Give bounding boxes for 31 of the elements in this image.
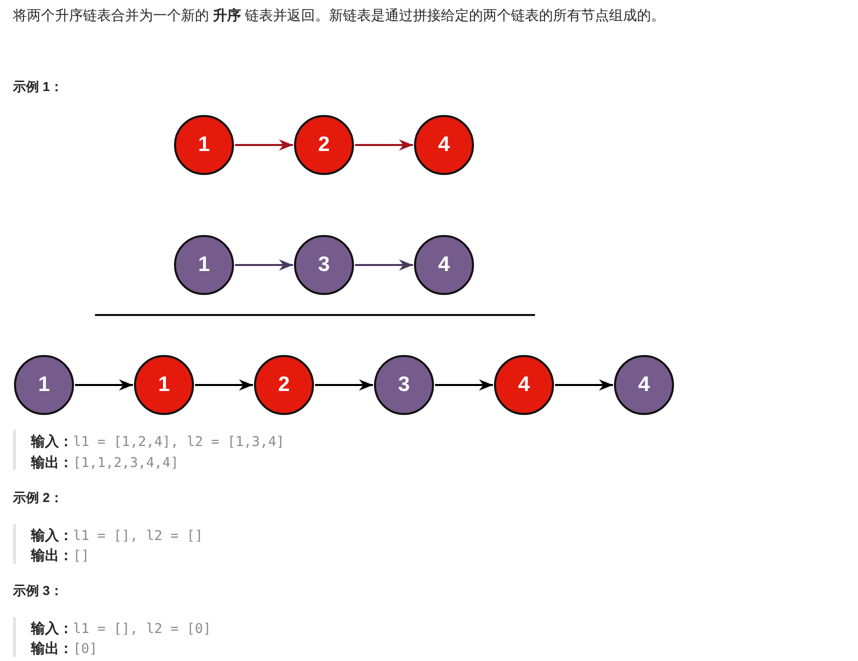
list-node: 4 [414, 235, 474, 295]
arrow [355, 259, 413, 271]
list-node: 4 [414, 115, 474, 175]
arrow [75, 379, 133, 391]
arrow [315, 379, 373, 391]
list-node: 3 [374, 355, 434, 415]
list-node: 4 [614, 355, 674, 415]
list-node: 1 [174, 115, 234, 175]
example-heading: 示例 3： [13, 582, 63, 600]
output-line: 输出：[1,1,2,3,4,4] [31, 453, 179, 472]
list-node: 2 [254, 355, 314, 415]
output-line: 输出：[] [31, 546, 90, 565]
example-heading: 示例 1： [13, 78, 63, 96]
list-node: 3 [294, 235, 354, 295]
arrow [235, 259, 293, 271]
input-line: 输入：l1 = [1,2,4], l2 = [1,3,4] [31, 432, 284, 451]
arrow [355, 139, 413, 151]
arrow [435, 379, 493, 391]
list-node: 2 [294, 115, 354, 175]
input-line: 输入：l1 = [], l2 = [] [31, 526, 204, 545]
output-line: 输出：[0] [31, 639, 98, 658]
intro-text: 将两个升序链表合并为一个新的 升序 链表并返回。新链表是通过拼接给定的两个链表的所有节点组成的。 [13, 6, 665, 24]
input-line: 输入：l1 = [], l2 = [0] [31, 619, 212, 638]
arrow [555, 379, 613, 391]
arrow [195, 379, 253, 391]
example-heading: 示例 2： [13, 489, 63, 507]
list-node: 1 [14, 355, 74, 415]
list-node: 4 [494, 355, 554, 415]
list-node: 1 [174, 235, 234, 295]
list-node: 1 [134, 355, 194, 415]
arrow [235, 139, 293, 151]
